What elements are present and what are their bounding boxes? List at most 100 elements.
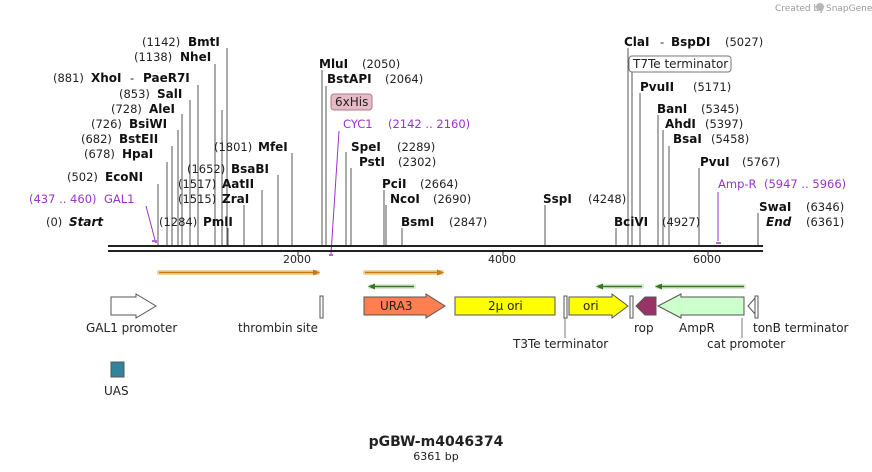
enzyme-pos: (1142) xyxy=(142,35,180,49)
t7te-label: T7Te terminator xyxy=(632,57,728,71)
enzyme-pos: (1652) xyxy=(187,162,225,176)
primer-range: (2142 .. 2160) xyxy=(388,117,470,131)
two-mu-ori-box xyxy=(454,296,556,316)
enzyme-pos: (728) xyxy=(111,102,142,116)
enzyme-label-pvuii: PvuII xyxy=(640,80,674,94)
enzyme-label-zrai: ZraI xyxy=(222,192,249,206)
enzyme-pos: (502) xyxy=(67,170,98,184)
enzyme-label-pvui: PvuI xyxy=(700,155,730,169)
enzyme-pos: (2690) xyxy=(433,192,471,206)
feature-label-ura3: URA3 xyxy=(380,299,412,313)
plasmid-name: pGBW-m4046374 xyxy=(369,434,504,450)
primer-range: (437 .. 460) xyxy=(29,192,97,206)
enzyme-pos: (2050) xyxy=(362,57,400,71)
enzyme-pos: (1517) xyxy=(178,177,216,191)
his-tag-label: 6xHis xyxy=(330,93,373,111)
feature-label-gal1-promoter: GAL1 promoter xyxy=(86,321,177,335)
enzyme-pos: (4248) xyxy=(588,192,626,206)
enzyme-label-nhei: NheI xyxy=(180,50,211,64)
enzyme-pos: (2064) xyxy=(385,72,423,86)
enzyme-label-bsmi: BsmI xyxy=(401,215,434,229)
feature-label-t3te: T3Te terminator xyxy=(512,337,608,351)
enzyme-label-pmli: PmlI xyxy=(203,215,233,229)
enzyme-pos: (5171) xyxy=(693,80,731,94)
feature-label-rop: rop xyxy=(634,321,654,335)
enzyme-pos: (678) xyxy=(84,147,115,161)
ura3-arrow xyxy=(363,293,446,319)
enzyme-pos: (682) xyxy=(81,132,112,146)
enzyme-label-bani: BanI xyxy=(657,102,687,116)
enzyme-pos: (1138) xyxy=(134,50,172,64)
enzyme-label-bcivi: BciVI xyxy=(614,215,648,229)
enzyme-label-ncoi: NcoI xyxy=(390,192,420,206)
enzymes-right: ClaI - BspDI (5027) T7Te terminator PvuI… xyxy=(614,35,844,229)
tonb-terminator-marker xyxy=(754,295,759,319)
ampr-arrow xyxy=(656,293,745,319)
enzyme-pos: (4927) xyxy=(662,215,700,229)
feature-label-cat-promoter: cat promoter xyxy=(707,337,785,351)
enzymes-mid: MluI (2050) BstAPI (2064) SpeI (2289) Ps… xyxy=(319,57,626,229)
sequence-backbone: 2000 4000 6000 xyxy=(108,245,763,266)
enzyme-pos: (1515) xyxy=(178,192,216,206)
enzyme-separator: - xyxy=(130,71,134,85)
enzyme-label-bsai: BsaI xyxy=(673,132,702,146)
primer-leader xyxy=(330,130,340,255)
enzyme-label-bstapi: BstAPI xyxy=(327,72,372,86)
enzyme-label-psti: PstI xyxy=(359,155,385,169)
enzyme-label-mlui: MluI xyxy=(319,57,348,71)
enzyme-label-bsteii: BstEII xyxy=(119,132,158,146)
enzyme-pos: (5345) xyxy=(701,102,739,116)
enzyme-pos: (5767) xyxy=(742,155,780,169)
ori-arrow xyxy=(568,293,629,319)
enzyme-label-alei: AleI xyxy=(149,102,175,116)
enzyme-pos: (881) xyxy=(53,71,84,85)
snapgene-credit: Created by SnapGene xyxy=(775,3,872,14)
ruler-tick-6000: 6000 xyxy=(693,253,721,266)
enzyme-label-xhoi: XhoI xyxy=(91,71,122,85)
enzyme-pos: (5397) xyxy=(705,117,743,131)
his-tag-text: 6xHis xyxy=(335,95,368,109)
enzyme-label-pcii: PciI xyxy=(382,177,407,191)
enzyme-label-econi: EcoNI xyxy=(105,170,143,184)
enzyme-label-bsabi: BsaBI xyxy=(231,162,269,176)
enzyme-label-bspdi: BspDI xyxy=(671,35,710,49)
enzyme-pos: (5027) xyxy=(725,35,763,49)
feature-label-two-mu-ori: 2μ ori xyxy=(488,299,523,313)
enzyme-pos: (5458) xyxy=(711,132,749,146)
enzyme-label-sali: SalI xyxy=(157,87,182,101)
start-label: Start xyxy=(69,215,104,229)
primer-label-ampr: Amp-R xyxy=(718,177,757,191)
credit-text: Created by xyxy=(775,4,825,14)
primer-range: (5947 .. 5966) xyxy=(764,177,846,191)
primers: (437 .. 460) GAL1 CYC1 (2142 .. 2160) Am… xyxy=(29,117,846,256)
primer-arrow-gal1 xyxy=(152,240,157,243)
primer-label-cyc1: CYC1 xyxy=(343,117,373,131)
plasmid-title: pGBW-m4046374 6361 bp xyxy=(369,434,504,463)
feature-label-uas: UAS xyxy=(104,384,129,398)
enzyme-label-sspi: SspI xyxy=(543,192,572,206)
enzyme-label-bmti: BmtI xyxy=(188,35,220,49)
enzyme-pos: (6346) xyxy=(806,200,844,214)
enzyme-label-swai: SwaI xyxy=(759,200,791,214)
ruler-tick-4000: 4000 xyxy=(488,253,516,266)
enzyme-pos: (2289) xyxy=(397,140,435,154)
features: GAL1 promoter thrombin site URA3 2μ ori … xyxy=(86,293,849,398)
enzymes-left: (1142) BmtI (1138) NheI (881) XhoI - Pae… xyxy=(53,35,288,229)
enzyme-cut-lines xyxy=(157,48,759,246)
t3te-terminator-marker xyxy=(563,295,568,319)
orf-arrows xyxy=(157,269,746,290)
t7te-terminator-marker xyxy=(629,295,634,319)
enzyme-label-bsiwi: BsiWI xyxy=(129,117,167,131)
primer-label-gal1: GAL1 xyxy=(104,192,135,206)
feature-label-tonb: tonB terminator xyxy=(753,321,849,335)
feature-label-ori: ori xyxy=(583,299,599,313)
credit-brand: SnapGene xyxy=(826,4,872,14)
cat-promoter-marker xyxy=(736,296,745,316)
enzyme-label-clai: ClaI xyxy=(624,35,649,49)
enzyme-pos: (1284) xyxy=(159,215,197,229)
primer-leader xyxy=(145,205,156,241)
start-pos: (0) xyxy=(46,215,62,229)
t7te-box xyxy=(628,55,732,73)
ruler-tick-2000: 2000 xyxy=(283,253,311,266)
